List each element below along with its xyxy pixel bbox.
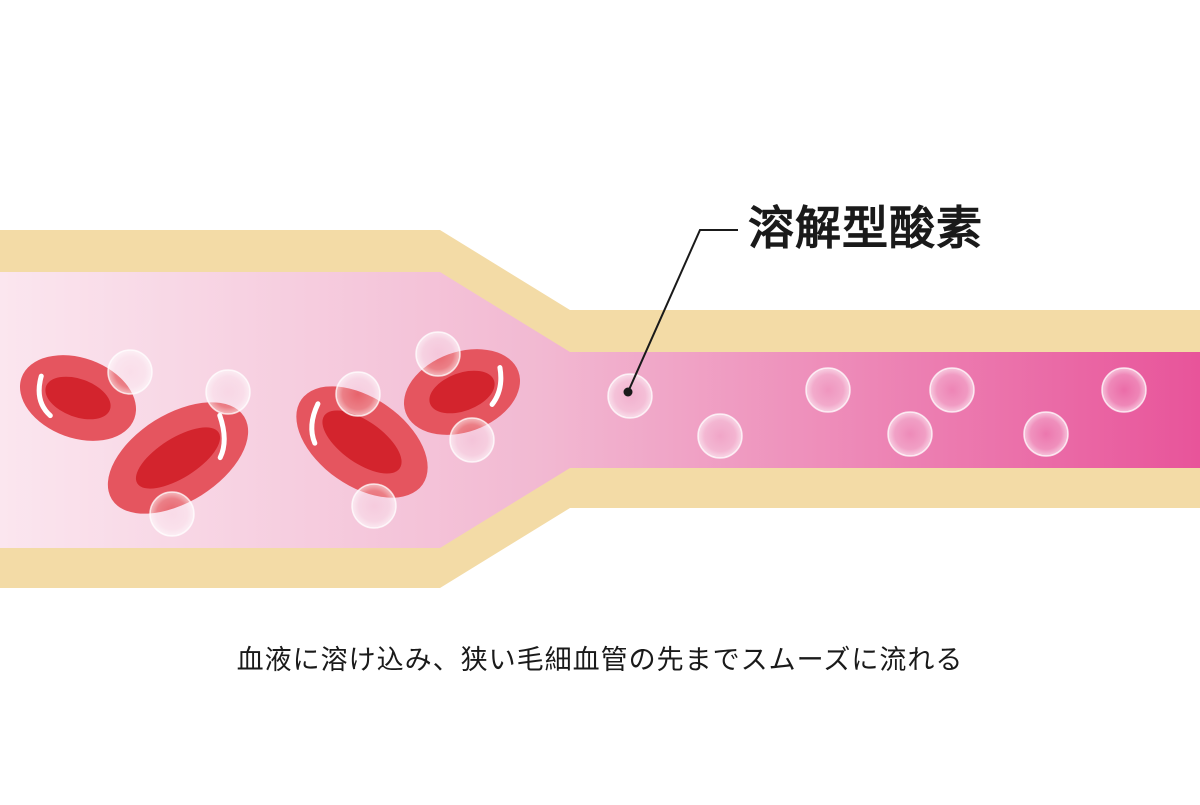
dissolved-oxygen-label: 溶解型酸素 [748, 201, 983, 255]
oxygen-bubble-icon [929, 367, 975, 413]
oxygen-bubble-icon [335, 371, 381, 417]
oxygen-bubbles [107, 331, 1147, 537]
leader-line [627, 229, 738, 393]
oxygen-bubble-icon [107, 349, 153, 395]
oxygen-bubble-icon [805, 367, 851, 413]
oxygen-bubble-icon [1101, 367, 1147, 413]
oxygen-bubble-icon [205, 369, 251, 415]
red-blood-cell-icon [107, 402, 249, 514]
oxygen-bubble-icon [697, 413, 743, 459]
red-blood-cell-icon [296, 386, 428, 498]
oxygen-bubble-icon [415, 331, 461, 377]
oxygen-bubble-icon [449, 417, 495, 463]
oxygen-bubble-icon [1023, 411, 1069, 457]
caption: 血液に溶け込み、狭い毛細血管の先までスムーズに流れる [236, 645, 964, 676]
oxygen-bubble-icon [887, 411, 933, 457]
oxygen-bubble-icon [351, 483, 397, 529]
oxygen-bubble-icon [149, 491, 195, 537]
leader-dot [623, 387, 633, 397]
red-blood-cell-icon [19, 355, 137, 441]
vessel-lumen [0, 272, 1200, 548]
